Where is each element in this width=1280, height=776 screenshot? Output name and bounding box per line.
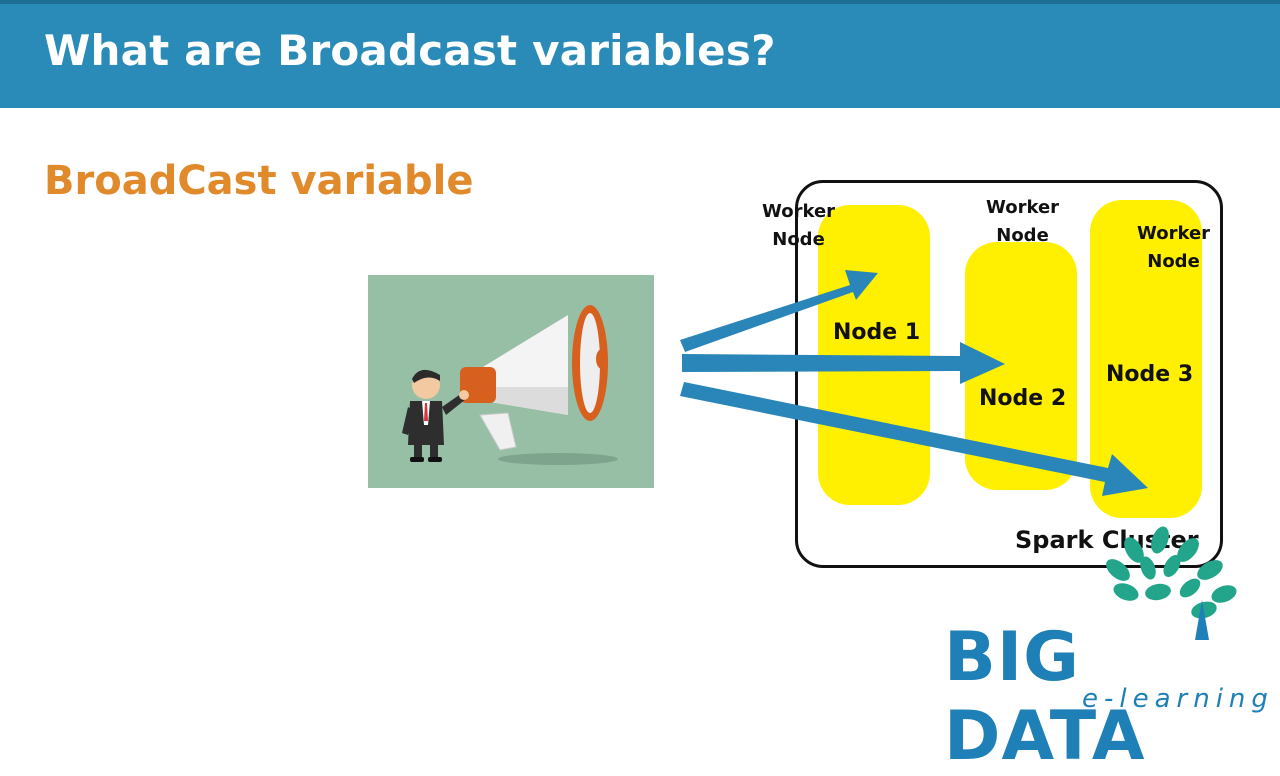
section-subtitle: BroadCast variable bbox=[44, 158, 474, 204]
worker-node-3-label: Worker Node bbox=[1137, 220, 1210, 276]
node-word: Node bbox=[996, 225, 1049, 246]
shadow-icon bbox=[498, 453, 618, 465]
node-3-box bbox=[1090, 200, 1202, 518]
arrow-to-node-2-icon bbox=[682, 342, 1005, 384]
megaphone-grip-icon bbox=[460, 367, 496, 403]
worker-word: Worker bbox=[986, 197, 1060, 218]
big-data-logo-tree-icon bbox=[1106, 526, 1237, 640]
arrow-to-node-3-icon bbox=[680, 382, 1148, 496]
worker-word: Worker bbox=[1137, 223, 1211, 244]
node-1-box bbox=[818, 205, 930, 505]
node-2-label: Node 2 bbox=[979, 386, 1067, 411]
worker-node-2-label: Worker Node bbox=[986, 194, 1059, 250]
worker-word: Worker bbox=[762, 201, 836, 222]
arrow-to-node-1-icon bbox=[680, 270, 878, 352]
broadcast-arrows bbox=[680, 270, 1148, 496]
spark-cluster-box bbox=[795, 180, 1223, 568]
header-bar: What are Broadcast variables? bbox=[0, 0, 1280, 108]
node-1-label: Node 1 bbox=[833, 320, 921, 345]
slide-title: What are Broadcast variables? bbox=[44, 26, 776, 75]
logo-sub-text: e-learning bbox=[1082, 684, 1274, 714]
megaphone-illustration bbox=[368, 275, 654, 488]
node-3-label: Node 3 bbox=[1106, 362, 1194, 387]
worker-node-1-label: Worker Node bbox=[762, 198, 835, 254]
megaphone-handle-icon bbox=[479, 412, 517, 451]
node-word: Node bbox=[1147, 251, 1200, 272]
node-word: Node bbox=[772, 229, 825, 250]
